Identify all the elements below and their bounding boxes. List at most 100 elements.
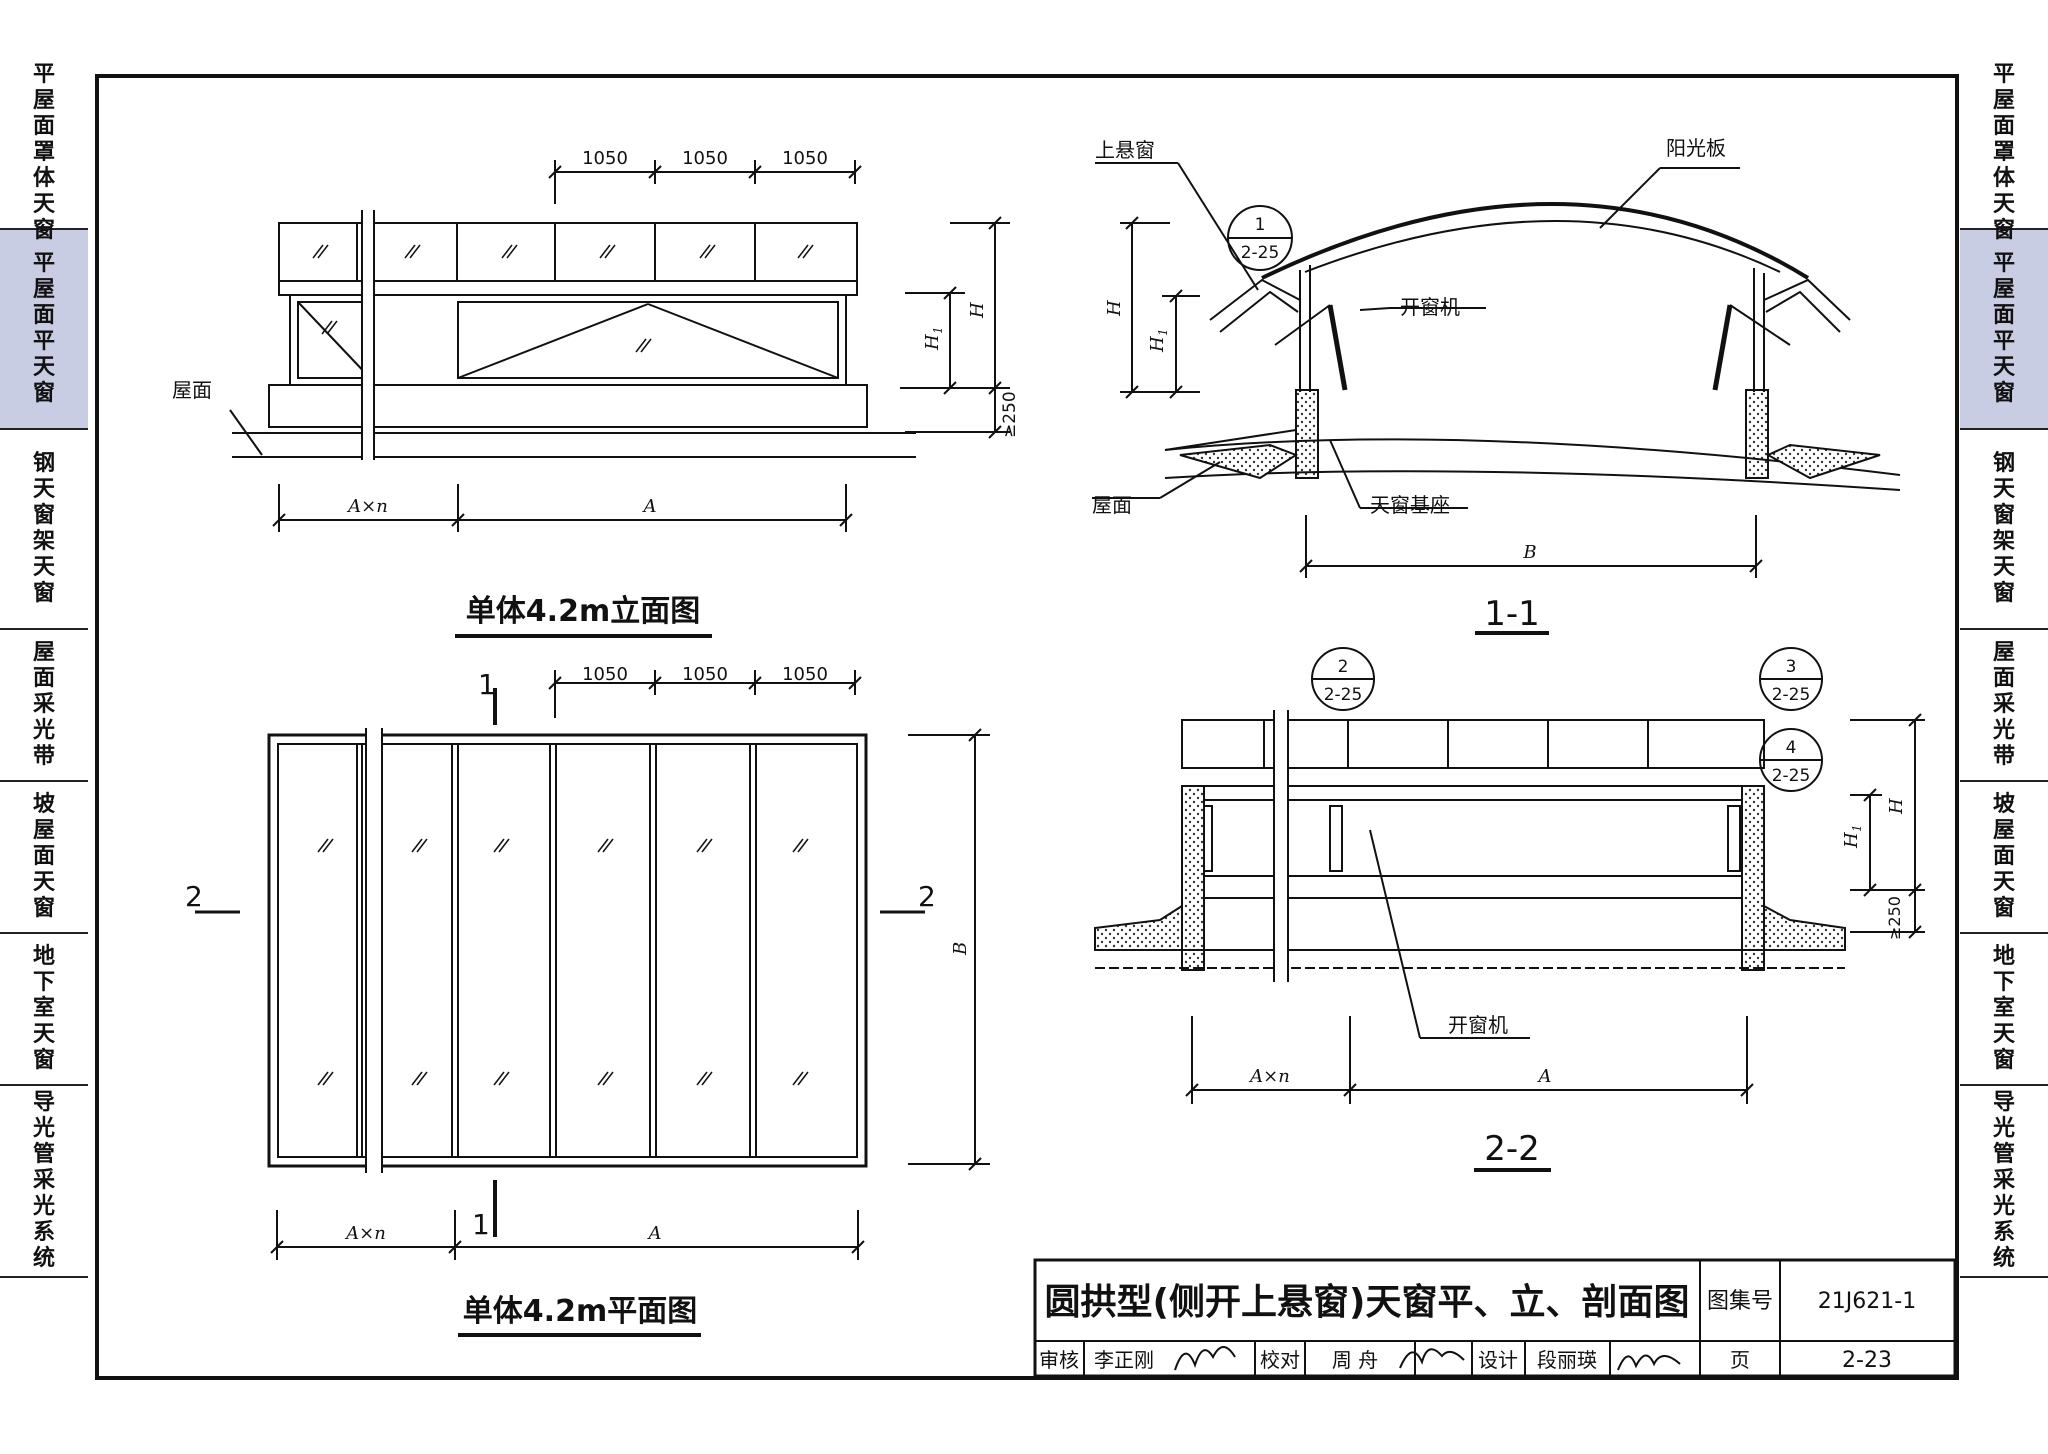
category-tab-label: 导光管采光系统 xyxy=(1992,1090,2015,1271)
reviewer-name: 李正刚 xyxy=(1094,1348,1154,1372)
dim-b: B xyxy=(1522,542,1536,563)
elevation-caption: 单体4.2m立面图 xyxy=(466,594,700,629)
dim-axn: A×n xyxy=(344,1223,386,1244)
label-window-opener: 开窗机 xyxy=(1448,1013,1508,1037)
category-tab-label: 屋面采光带 xyxy=(1992,640,2015,769)
checker-name: 周 舟 xyxy=(1332,1348,1378,1372)
dim-1050: 1050 xyxy=(782,148,828,169)
ref-detail-number: 3 xyxy=(1786,657,1797,677)
dim-h1: H xyxy=(922,334,943,351)
section-1-1 xyxy=(1092,162,1901,635)
ref-sheet-number: 2-25 xyxy=(1772,766,1811,786)
dim-h: H xyxy=(1886,798,1907,815)
sheet-border xyxy=(95,74,1959,1380)
category-tab-label: 平屋面平天窗 xyxy=(1992,251,2015,406)
roof-label: 屋面 xyxy=(172,378,212,402)
check-label: 校对 xyxy=(1260,1348,1300,1372)
category-tab-label: 坡屋面天窗 xyxy=(1992,792,2015,921)
category-tab-label: 平屋面平天窗 xyxy=(32,251,55,406)
dim-b: B xyxy=(950,942,971,956)
ref-sheet-number: 2-25 xyxy=(1772,685,1811,705)
page-label: 页 xyxy=(1730,1348,1750,1372)
left-category-tabs: 平屋面罩体天窗平屋面平天窗钢天窗架天窗屋面采光带坡屋面天窗地下室天窗导光管采光系… xyxy=(0,62,88,1378)
section-mark-2-left: 2 xyxy=(185,880,203,913)
section-mark-1-bottom: 1 xyxy=(472,1208,490,1241)
dim-axn: A×n xyxy=(346,496,388,517)
atlas-no: 21J621-1 xyxy=(1818,1289,1916,1314)
plan-texts: 1050 1050 1050 1 1 2 2 B A×n A 单体4.2m平面图 xyxy=(185,664,971,1329)
label-top-hung-window: 上悬窗 xyxy=(1095,138,1155,162)
category-tab-label: 地下室天窗 xyxy=(1992,944,2015,1073)
dim-base: ≥250 xyxy=(1885,896,1904,940)
category-tab[interactable]: 屋面采光带 xyxy=(1960,630,2048,782)
atlas-no-label: 图集号 xyxy=(1707,1289,1773,1314)
ref-detail-number: 1 xyxy=(1255,215,1266,235)
category-tab-label: 钢天窗架天窗 xyxy=(1992,451,2015,606)
category-tab[interactable]: 平屋面平天窗 xyxy=(0,230,88,430)
label-polycarbonate-panel: 阳光板 xyxy=(1666,136,1726,160)
dim-axn: A×n xyxy=(1248,1066,1290,1087)
category-tab-label: 导光管采光系统 xyxy=(32,1090,55,1271)
dim-1050: 1050 xyxy=(682,664,728,685)
plan-view xyxy=(195,670,990,1337)
dim-1050: 1050 xyxy=(582,148,628,169)
section-1-1-texts: 上悬窗 阳光板 开窗机 屋面 天窗基座 1 2-25 H H 1 B 1-1 xyxy=(1092,136,1726,634)
page-number: 2-23 xyxy=(1842,1348,1892,1373)
section-2-2-texts: 2 2-25 3 2-25 4 2-25 开窗机 H H 1 ≥250 A×n … xyxy=(1248,657,1907,1169)
category-tab-label: 地下室天窗 xyxy=(32,944,55,1073)
category-tab[interactable]: 平屋面平天窗 xyxy=(1960,230,2048,430)
elevation-view xyxy=(229,160,1010,638)
category-tab-label: 平屋面罩体天窗 xyxy=(1992,62,2015,243)
category-tab-label: 平屋面罩体天窗 xyxy=(32,62,55,243)
section-2-2 xyxy=(1094,647,1925,1172)
ref-sheet-number: 2-25 xyxy=(1241,243,1280,263)
section-1-1-caption: 1-1 xyxy=(1484,594,1540,634)
section-mark-2-right: 2 xyxy=(918,880,936,913)
dim-h: H xyxy=(1104,300,1125,317)
category-tab[interactable]: 屋面采光带 xyxy=(0,630,88,782)
title-block-texts: 圆拱型(侧开上悬窗)天窗平、立、剖面图 图集号 21J621-1 审核 李正刚 … xyxy=(1039,1282,1916,1373)
right-category-tabs: 平屋面罩体天窗平屋面平天窗钢天窗架天窗屋面采光带坡屋面天窗地下室天窗导光管采光系… xyxy=(1960,62,2048,1378)
dim-base: ≥250 xyxy=(1000,391,1020,438)
plan-caption: 单体4.2m平面图 xyxy=(463,1294,697,1329)
label-window-opener: 开窗机 xyxy=(1400,295,1460,319)
category-tab[interactable]: 地下室天窗 xyxy=(0,934,88,1086)
category-tab[interactable]: 平屋面罩体天窗 xyxy=(0,62,88,243)
dim-h1: H xyxy=(1841,832,1862,849)
review-label: 审核 xyxy=(1039,1348,1079,1372)
category-tab[interactable]: 钢天窗架天窗 xyxy=(0,430,88,630)
category-tab[interactable]: 地下室天窗 xyxy=(1960,934,2048,1086)
category-tab-label: 钢天窗架天窗 xyxy=(32,451,55,606)
dim-1050: 1050 xyxy=(782,664,828,685)
dim-h1-sub: 1 xyxy=(1850,824,1864,832)
section-2-2-caption: 2-2 xyxy=(1484,1129,1540,1169)
category-tab[interactable]: 导光管采光系统 xyxy=(1960,1086,2048,1278)
label-skylight-base: 天窗基座 xyxy=(1370,493,1450,517)
ref-detail-number: 2 xyxy=(1338,657,1349,677)
design-label: 设计 xyxy=(1478,1348,1518,1372)
dim-a: A xyxy=(1537,1066,1552,1087)
category-tab[interactable]: 导光管采光系统 xyxy=(0,1086,88,1278)
title-block xyxy=(1033,1258,1957,1378)
dim-h1-sub: 1 xyxy=(931,326,945,334)
category-tab[interactable]: 平屋面罩体天窗 xyxy=(1960,62,2048,243)
dim-h: H xyxy=(967,302,988,319)
category-tab-label: 屋面采光带 xyxy=(32,640,55,769)
dim-a: A xyxy=(647,1223,662,1244)
category-tab[interactable]: 坡屋面天窗 xyxy=(1960,782,2048,934)
dim-h1-sub: 1 xyxy=(1156,328,1170,336)
elevation-texts: 1050 1050 1050 屋面 H H 1 ≥250 A×n A 单体4.2… xyxy=(172,148,1020,629)
drawing-title: 圆拱型(侧开上悬窗)天窗平、立、剖面图 xyxy=(1045,1282,1690,1323)
section-mark-1-top: 1 xyxy=(478,668,496,701)
ref-detail-number: 4 xyxy=(1786,738,1797,758)
category-tab[interactable]: 钢天窗架天窗 xyxy=(1960,430,2048,630)
category-tab-label: 坡屋面天窗 xyxy=(32,792,55,921)
ref-sheet-number: 2-25 xyxy=(1324,685,1363,705)
dim-1050: 1050 xyxy=(582,664,628,685)
dim-1050: 1050 xyxy=(682,148,728,169)
category-tab[interactable]: 坡屋面天窗 xyxy=(0,782,88,934)
dim-a: A xyxy=(642,496,657,517)
designer-name: 段丽瑛 xyxy=(1537,1348,1597,1372)
